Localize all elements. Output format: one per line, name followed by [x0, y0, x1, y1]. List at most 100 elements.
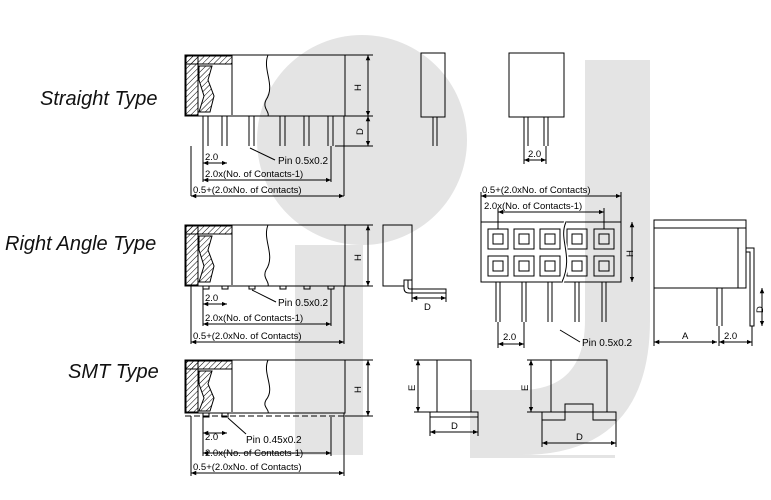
smt-side-body: [436, 359, 472, 413]
watermark-logo: [257, 35, 650, 458]
ra-pin-leader: [251, 289, 277, 303]
ra-cell-3a: [539, 228, 561, 250]
ra-side-pin: [403, 280, 447, 294]
ra-cell-5b: [593, 255, 615, 277]
straight-contact-slot: [198, 65, 215, 113]
ra-cell-3b: [539, 255, 561, 277]
smt-pad-2: [221, 412, 229, 418]
smt-end-e-label: E: [520, 385, 531, 391]
ra-pin-2: [221, 285, 229, 290]
ra-pin-4: [279, 285, 287, 290]
right-angle-top-view: [480, 192, 635, 348]
ra-top-length-label: 0.5+(2.0xNo. of Contacts): [482, 185, 591, 196]
ra-cell-4a-in: [571, 233, 583, 245]
straight-pitch-label: 2.0: [205, 152, 218, 163]
straight-h-label: H: [353, 84, 364, 91]
straight-end-pitch-label: 2.0: [528, 149, 541, 160]
straight-hatch-wall: [185, 55, 199, 116]
right-angle-front-view: [184, 224, 373, 345]
smt-front-view: [184, 359, 373, 476]
ra-end-a-label: A: [682, 331, 689, 342]
smt-end-d-label: D: [576, 432, 583, 443]
straight-pin-label: Pin 0.5x0.2: [278, 156, 328, 167]
ra-cell-2b: [513, 255, 535, 277]
ra-cell-1a: [487, 228, 509, 250]
right-angle-type-label: Right Angle Type: [5, 233, 157, 255]
smt-type-label: SMT Type: [68, 361, 159, 383]
straight-series-label: 2.0x(No. of Contacts-1): [205, 169, 303, 180]
ra-contact-slot: [198, 235, 215, 283]
smt-pad-1: [202, 412, 210, 418]
smt-side-view: [414, 359, 479, 436]
ra-hatch-wall: [185, 225, 199, 286]
ra-top-series-label: 2.0x(No. of Contacts-1): [484, 201, 582, 212]
smt-length-label: 0.5+(2.0xNo. of Contacts): [193, 462, 302, 473]
straight-pin-leader: [249, 147, 276, 161]
ra-cell-5b-in: [598, 260, 610, 272]
smt-side-d-label: D: [451, 421, 458, 432]
ra-cell-4b: [566, 255, 588, 277]
ra-end-pin: [716, 288, 723, 326]
right-angle-end-view: [653, 219, 765, 346]
ra-pitch-label: 2.0: [205, 293, 218, 304]
ra-h-label: H: [353, 254, 364, 261]
ra-cell-2a: [513, 228, 535, 250]
smt-pin-label: Pin 0.45x0.2: [246, 435, 302, 446]
ra-pin-label: Pin 0.5x0.2: [278, 298, 328, 309]
ra-top-body: [480, 221, 622, 283]
smt-end-view: [527, 359, 617, 447]
ra-cell-4a: [566, 228, 588, 250]
straight-break-line: [264, 54, 271, 117]
ra-break-line: [264, 224, 271, 287]
ra-pin-5: [303, 285, 311, 290]
ra-cell-3a-in: [544, 233, 556, 245]
ra-series-label: 2.0x(No. of Contacts-1): [205, 313, 303, 324]
ra-hatch-cap: [185, 225, 233, 235]
ra-cell-1a-in: [492, 233, 504, 245]
watermark-lower-bar: [470, 455, 615, 458]
smt-break-line: [264, 359, 271, 414]
ra-cell-1b: [487, 255, 509, 277]
smt-pitch-label: 2.0: [205, 432, 218, 443]
ra-top-pin-label: Pin 0.5x0.2: [582, 338, 632, 349]
ra-cell-5a-in: [598, 233, 610, 245]
straight-end-body: [508, 52, 565, 118]
smt-hatch-cap: [185, 360, 233, 370]
ra-end-d-label: D: [755, 306, 766, 313]
straight-hatch-cap: [185, 55, 233, 65]
right-angle-side-view: [382, 224, 447, 302]
dimension-labels: 2.0 Pin 0.5x0.2 2.0x(No. of Contacts-1) …: [193, 84, 766, 473]
smt-h-label: H: [353, 386, 364, 393]
ra-top-h-label: H: [625, 250, 636, 257]
smt-side-e-label: E: [407, 385, 418, 391]
ra-pin-1: [202, 285, 210, 290]
ra-length-label: 0.5+(2.0xNo. of Contacts): [193, 331, 302, 342]
ra-cell-2a-in: [518, 233, 530, 245]
ra-end-pin-hook: [746, 247, 755, 327]
ra-pin-3: [248, 285, 256, 290]
straight-d-label: D: [355, 128, 366, 135]
watermark-bar-left: [295, 245, 363, 455]
smt-end-body: [550, 359, 608, 413]
ra-top-pitch-label: 2.0: [503, 332, 516, 343]
ra-end-body: [653, 219, 747, 289]
straight-length-label: 0.5+(2.0xNo. of Contacts): [193, 185, 302, 196]
ra-cell-4b-in: [571, 260, 583, 272]
ra-end-pitch-label: 2.0: [724, 331, 737, 342]
straight-end-view: [508, 52, 565, 164]
watermark-hook: [470, 60, 650, 455]
smt-pin-leader: [227, 417, 247, 435]
straight-type-label: Straight Type: [40, 88, 158, 110]
straight-front-view: [184, 54, 373, 199]
smt-series-label: 2.0x(No. of Contacts-1): [205, 448, 303, 459]
smt-housing-outline: [184, 359, 346, 414]
smt-end-inner: [564, 403, 594, 412]
ra-cell-1b-in: [492, 260, 504, 272]
straight-side-view: [420, 52, 446, 146]
ra-side-d-label: D: [424, 302, 431, 313]
ra-cell-2b-in: [518, 260, 530, 272]
smt-contact-slot: [198, 370, 215, 412]
watermark-circle: [257, 35, 467, 245]
ra-top-pin-leader: [559, 329, 581, 343]
